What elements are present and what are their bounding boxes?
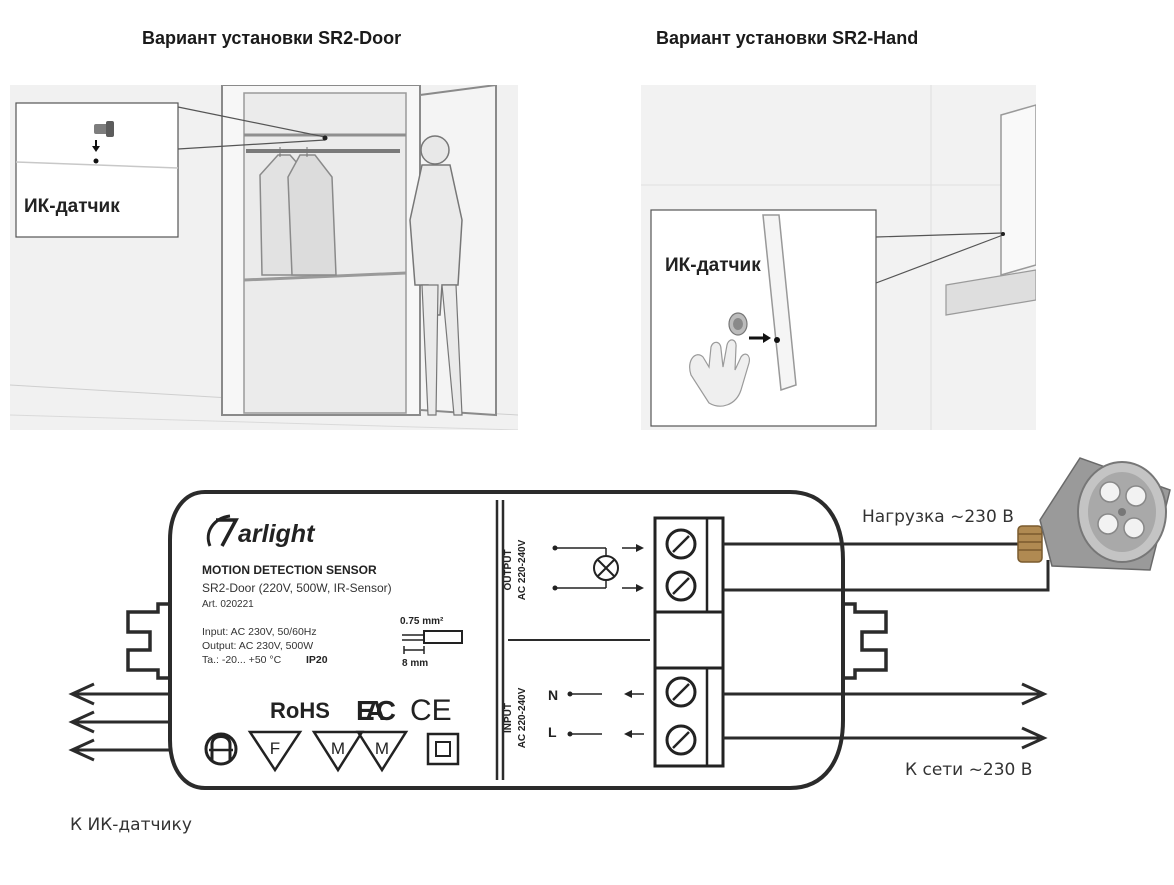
to-sensor-label: К ИК-датчику <box>70 815 192 835</box>
ce-mark: CE <box>410 694 452 727</box>
strip-length: 8 mm <box>402 658 428 669</box>
rohs-mark: RoHS <box>270 698 330 723</box>
sensor-wires <box>68 682 170 762</box>
wiring-diagram: OUTPUT AC 220-240V INPUT AC 220-240V arl… <box>68 457 1171 790</box>
terminal-n-label: N <box>548 687 558 703</box>
input-spec: Input: AC 230V, 50/60Hz <box>202 626 317 638</box>
title-door: Вариант установки SR2-Door <box>142 28 402 48</box>
load-label: Нагрузка ~230 В <box>862 507 1014 527</box>
brand-name: arlight <box>238 520 316 548</box>
input-terminal-block <box>653 666 725 768</box>
eac-mark: EAC <box>356 695 396 726</box>
title-hand: Вариант установки SR2-Hand <box>656 28 919 48</box>
hand-installation-illustration <box>641 85 1036 430</box>
output-voltage: AC 220-240V <box>517 539 528 600</box>
right-mounting-tab <box>843 602 888 680</box>
temperature-spec: Ta.: -20... +50 °C <box>202 654 282 666</box>
product-type: MOTION DETECTION SENSOR <box>202 563 377 577</box>
led-spotlight-icon <box>1017 457 1171 571</box>
m-mark-icon: M <box>311 730 365 773</box>
output-lamp-wiring <box>552 544 644 592</box>
output-terminal-block <box>653 516 725 614</box>
double-insulation-icon <box>426 732 460 766</box>
load-wire-2 <box>723 560 1050 592</box>
luminaire-symbol-icon <box>204 732 238 766</box>
product-model: SR2-Door (220V, 500W, IR-Sensor) <box>202 581 392 595</box>
mains-label: К сети ~230 В <box>905 760 1033 780</box>
ir-sensor-label-door: ИК-датчик <box>24 196 120 217</box>
ir-sensor-label-hand: ИК-датчик <box>665 255 761 276</box>
input-voltage: AC 220-240V <box>517 687 528 748</box>
mm-mark-letter: M <box>375 739 389 758</box>
f-mark-icon: F <box>247 730 303 773</box>
output-label: OUTPUT <box>503 549 514 590</box>
wire-section: 0.75 mm² <box>400 616 444 627</box>
output-spec: Output: AC 230V, 500W <box>202 640 313 652</box>
door-installation-illustration <box>10 85 518 430</box>
mm-mark-icon: M <box>355 730 409 773</box>
f-mark-letter: F <box>270 739 280 758</box>
left-mounting-tab <box>126 602 170 680</box>
arlight-logo: arlight <box>206 514 316 548</box>
ip-rating: IP20 <box>306 654 328 666</box>
m-mark-letter: M <box>331 739 345 758</box>
article-number: Art. 020221 <box>202 599 254 610</box>
terminal-l-label: L <box>548 724 557 740</box>
input-label: INPUT <box>503 703 514 733</box>
wire-strip-icon: 0.75 mm² 8 mm <box>400 616 463 669</box>
terminal-spacer <box>653 610 725 670</box>
